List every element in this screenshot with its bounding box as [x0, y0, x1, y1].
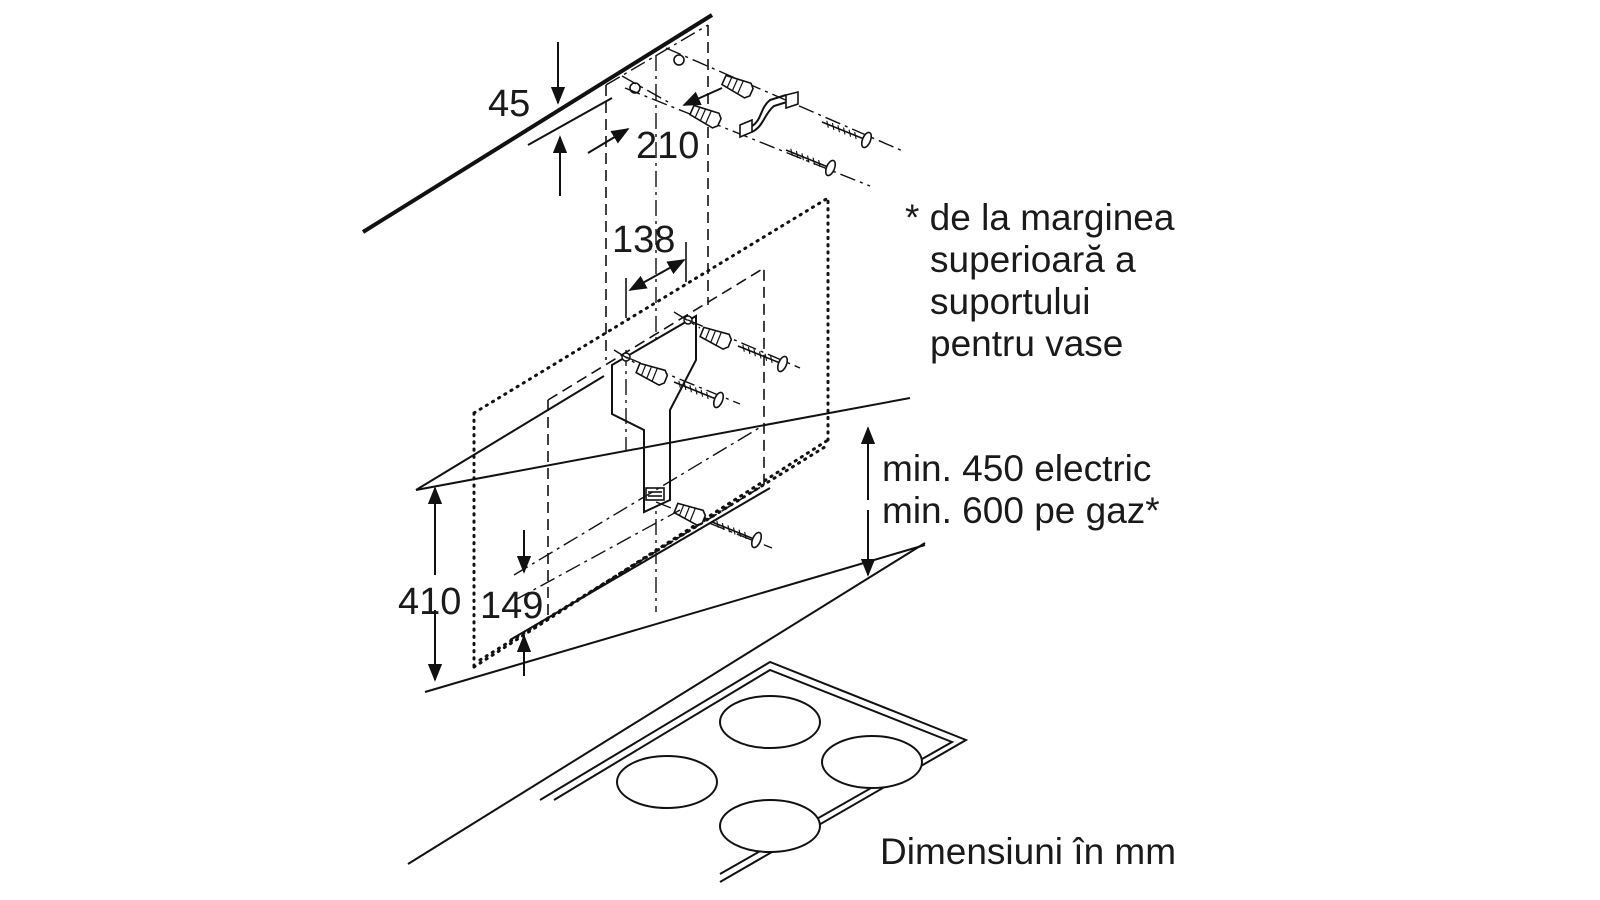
dimension-210: 210 — [587, 87, 723, 167]
screw-icon — [818, 113, 875, 150]
asterisk-note: * de la marginea superioară a suportului… — [905, 197, 1175, 364]
note-line-3: suportului — [930, 281, 1090, 322]
wall-plug-icon — [698, 323, 734, 352]
reference-lines — [415, 375, 926, 693]
dimension-149-label: 149 — [480, 585, 543, 627]
chimney-outline — [605, 24, 709, 612]
wall-plug-icon — [719, 71, 756, 101]
guide-lines — [513, 424, 765, 601]
dimension-210-label: 210 — [636, 125, 699, 167]
lower-fixings — [655, 499, 773, 550]
min-height-note: min. 450 electric min. 600 pe gaz* — [882, 448, 1160, 531]
dimension-45-label: 45 — [488, 83, 530, 125]
burner-back-left — [719, 695, 821, 749]
min-gas-label: min. 600 pe gaz* — [882, 490, 1160, 531]
top-fixings — [687, 71, 875, 178]
dimension-138-label: 138 — [612, 219, 675, 261]
wall-plug-icon — [672, 499, 708, 528]
burner-front-left — [616, 755, 718, 809]
ceiling-line — [361, 13, 714, 234]
screw-icon — [782, 141, 839, 178]
note-line-4: pentru vase — [930, 323, 1123, 364]
burner-front-right — [719, 799, 821, 853]
dimension-410-label: 410 — [398, 581, 461, 623]
dimension-149: 149 — [480, 530, 543, 676]
min-electric-label: min. 450 electric — [882, 448, 1151, 489]
burner-back-right — [821, 735, 923, 789]
units-caption: Dimensiuni în mm — [880, 831, 1176, 872]
hob-icon — [407, 542, 969, 883]
note-line-2: superioară a — [930, 239, 1136, 280]
dimension-138: 138 — [612, 219, 687, 318]
note-line-1: * de la marginea — [905, 197, 1175, 238]
dimension-45: 45 — [488, 42, 613, 196]
mounting-plate — [611, 311, 801, 514]
dimension-410: 410 — [398, 486, 461, 682]
bracket-icon — [739, 90, 799, 139]
